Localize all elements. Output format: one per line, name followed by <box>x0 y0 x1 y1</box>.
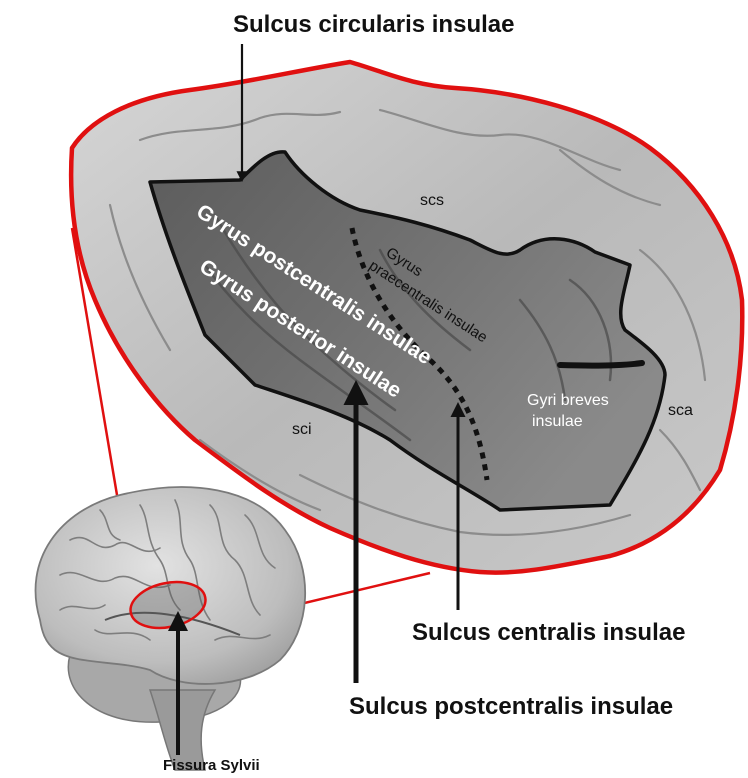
whole-brain-illustration <box>36 487 306 770</box>
gyri-breves-marker <box>560 363 642 366</box>
label-gyri-breves-line2: insulae <box>532 413 583 430</box>
label-scs: scs <box>420 192 444 209</box>
label-sci: sci <box>292 421 312 438</box>
label-gyri-breves-line1: Gyri breves <box>527 392 609 409</box>
label-sulcus-centralis: Sulcus centralis insulae <box>412 619 685 646</box>
label-sca: sca <box>668 402 693 419</box>
label-sulcus-postcentralis: Sulcus postcentralis insulae <box>349 693 673 720</box>
label-fissura-sylvii: Fissura Sylvii <box>163 757 260 773</box>
label-sulcus-circularis: Sulcus circularis insulae <box>233 11 514 38</box>
